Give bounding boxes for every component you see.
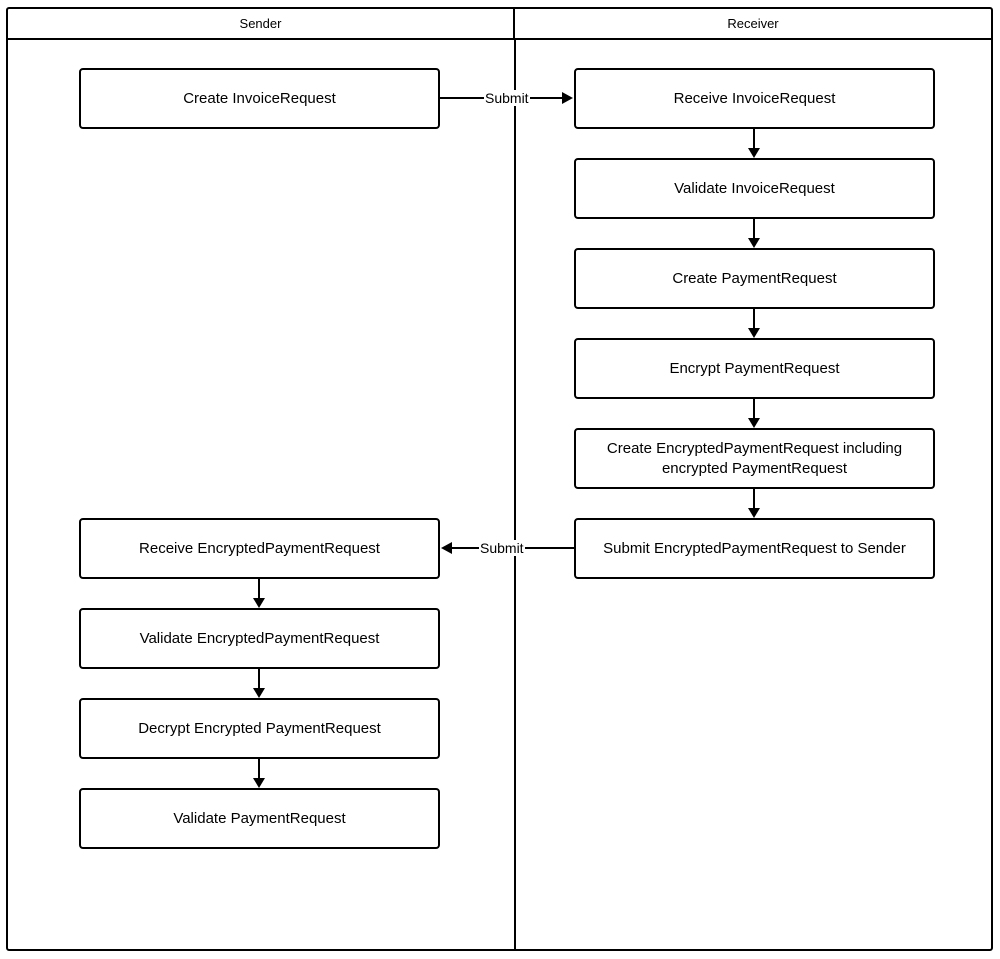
edge-label-submit-encryptedpaymentrequest: Submit — [479, 540, 525, 556]
edge-validate-invoicerequest-to-create-paymentrequest-arrowhead — [748, 238, 760, 248]
edge-label-submit-invoicerequest: Submit — [484, 90, 530, 106]
lane-header-band: Sender Receiver — [8, 9, 991, 40]
node-receive-invoicerequest[interactable]: Receive InvoiceRequest — [574, 68, 935, 129]
edge-encrypt-to-create-encryptedpaymentrequest-stem — [753, 399, 755, 420]
edge-validate-to-decrypt-encryptedpaymentrequest-arrowhead — [253, 688, 265, 698]
edge-receive-to-validate-invoicerequest-stem — [753, 129, 755, 150]
node-validate-encryptedpaymentrequest[interactable]: Validate EncryptedPaymentRequest — [79, 608, 440, 669]
node-decrypt-encrypted-paymentrequest[interactable]: Decrypt Encrypted PaymentRequest — [79, 698, 440, 759]
node-validate-paymentrequest[interactable]: Validate PaymentRequest — [79, 788, 440, 849]
node-receive-encryptedpaymentrequest[interactable]: Receive EncryptedPaymentRequest — [79, 518, 440, 579]
edge-create-to-submit-encryptedpaymentrequest-arrowhead — [748, 508, 760, 518]
node-create-invoicerequest[interactable]: Create InvoiceRequest — [79, 68, 440, 129]
edge-receive-to-validate-invoicerequest-arrowhead — [748, 148, 760, 158]
node-validate-invoicerequest[interactable]: Validate InvoiceRequest — [574, 158, 935, 219]
edge-create-to-encrypt-paymentrequest-stem — [753, 309, 755, 330]
edge-encrypt-to-create-encryptedpaymentrequest-arrowhead — [748, 418, 760, 428]
node-encrypt-paymentrequest[interactable]: Encrypt PaymentRequest — [574, 338, 935, 399]
edge-receive-to-validate-encryptedpaymentrequest-stem — [258, 579, 260, 600]
lane-header-sender: Sender — [8, 9, 515, 38]
edge-receive-to-validate-encryptedpaymentrequest-arrowhead — [253, 598, 265, 608]
edge-create-to-encrypt-paymentrequest-arrowhead — [748, 328, 760, 338]
edge-submit-encryptedpaymentrequest-arrowhead — [441, 542, 452, 554]
edge-validate-to-decrypt-encryptedpaymentrequest-stem — [258, 669, 260, 690]
node-create-encryptedpaymentrequest[interactable]: Create EncryptedPaymentRequest including… — [574, 428, 935, 489]
edge-validate-invoicerequest-to-create-paymentrequest-stem — [753, 219, 755, 240]
edge-decrypt-to-validate-paymentrequest-stem — [258, 759, 260, 780]
edge-submit-invoicerequest-arrowhead — [562, 92, 573, 104]
lane-divider — [514, 40, 516, 949]
edge-decrypt-to-validate-paymentrequest-arrowhead — [253, 778, 265, 788]
edge-create-to-submit-encryptedpaymentrequest-stem — [753, 489, 755, 510]
node-create-paymentrequest[interactable]: Create PaymentRequest — [574, 248, 935, 309]
node-submit-encryptedpaymentrequest-to-sender[interactable]: Submit EncryptedPaymentRequest to Sender — [574, 518, 935, 579]
lane-header-receiver: Receiver — [727, 16, 779, 31]
